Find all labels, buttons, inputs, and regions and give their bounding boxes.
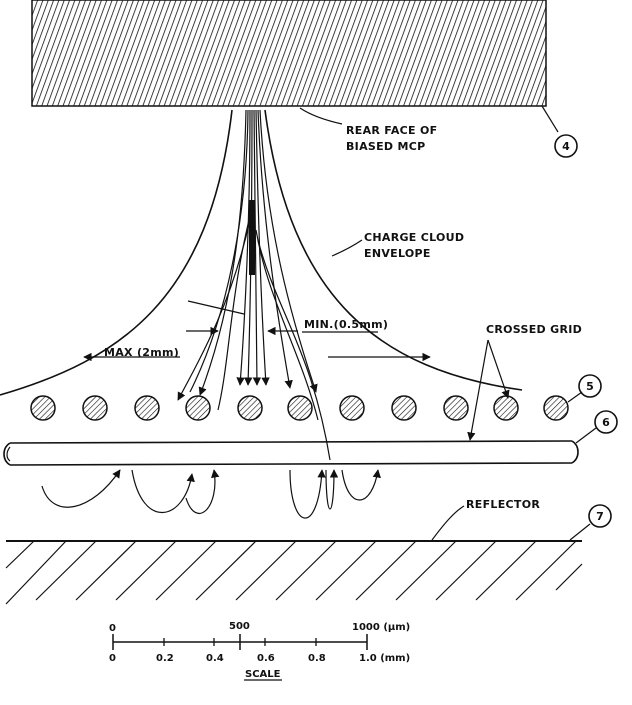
crossed-grid-label: CROSSED GRID bbox=[467, 323, 582, 441]
charge-cloud-envelope bbox=[0, 109, 523, 396]
crossed-grid-text: CROSSED GRID bbox=[486, 323, 582, 336]
scale-bottom-tick-06: 0.6 bbox=[257, 653, 275, 664]
svg-text:4: 4 bbox=[562, 140, 570, 153]
cloud-label-line2: ENVELOPE bbox=[364, 247, 431, 260]
scale-top-tick-0: 0 bbox=[109, 623, 116, 634]
mcp-label-line2: BIASED MCP bbox=[346, 140, 425, 153]
scale-bottom-tick-04: 0.4 bbox=[206, 653, 224, 664]
cloud-label-line1: CHARGE CLOUD bbox=[364, 231, 464, 244]
mcp-label-line1: REAR FACE OF bbox=[346, 124, 437, 137]
scale-caption: SCALE bbox=[245, 669, 281, 680]
min-dimension: MIN.(0.5mm) bbox=[186, 300, 388, 336]
reflected-trajectories bbox=[41, 469, 381, 519]
svg-text:7: 7 bbox=[596, 510, 604, 523]
grid-wire bbox=[3, 440, 579, 466]
scale-bottom-tick-10: 1.0 (mm) bbox=[359, 653, 410, 664]
grid-rods bbox=[30, 395, 569, 421]
callout-4: 4 bbox=[541, 105, 578, 158]
max-dimension: MAX (2mm) bbox=[83, 346, 431, 362]
scale-bottom-tick-08: 0.8 bbox=[308, 653, 326, 664]
electron-trajectories bbox=[177, 109, 331, 461]
max-label: MAX (2mm) bbox=[104, 346, 179, 359]
min-label: MIN.(0.5mm) bbox=[304, 318, 388, 331]
mcp-label: REAR FACE OF BIASED MCP bbox=[299, 107, 437, 153]
scale-top-tick-500: 500 bbox=[229, 621, 250, 632]
callout-7: 7 bbox=[569, 504, 612, 541]
callout-5: 5 bbox=[567, 374, 602, 403]
reflector: REFLECTOR bbox=[5, 498, 583, 605]
scale-bottom-tick-0: 0 bbox=[109, 653, 116, 664]
svg-text:6: 6 bbox=[602, 416, 610, 429]
charge-cloud-label: CHARGE CLOUD ENVELOPE bbox=[331, 231, 464, 260]
scale-bar: 0 500 1000 (µm) 0 0.2 0.4 0.6 0.8 1.0 (m… bbox=[109, 621, 410, 681]
scale-bottom-tick-02: 0.2 bbox=[156, 653, 174, 664]
callout-6: 6 bbox=[575, 410, 618, 444]
reflector-label: REFLECTOR bbox=[466, 498, 540, 511]
mcp-rear-face bbox=[31, 0, 547, 107]
svg-text:5: 5 bbox=[586, 380, 594, 393]
scale-top-tick-1000: 1000 (µm) bbox=[352, 622, 410, 633]
